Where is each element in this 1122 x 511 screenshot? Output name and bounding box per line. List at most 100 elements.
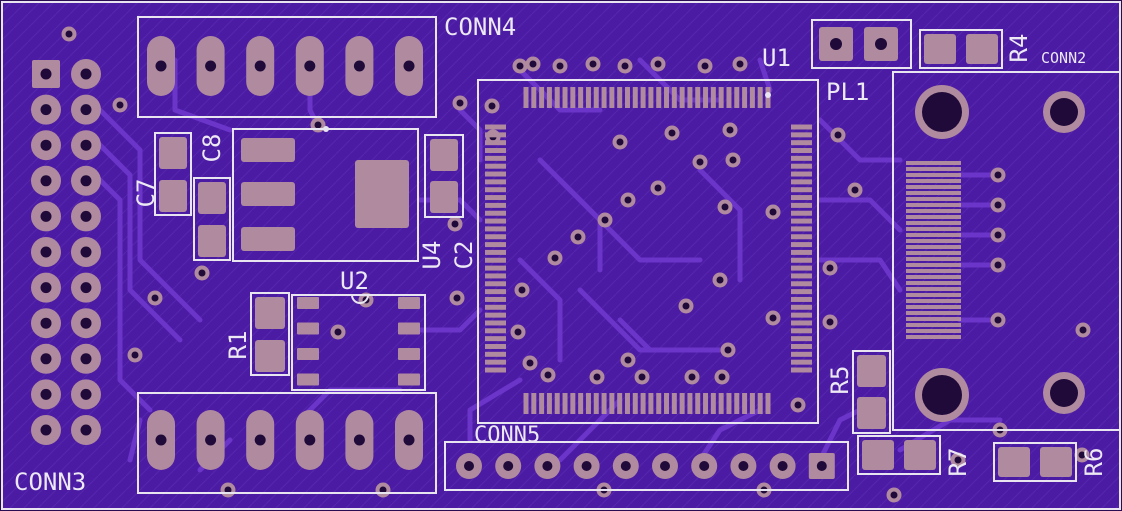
conn2-finger [906,329,961,333]
via-hole [65,30,73,38]
conn2-finger [906,311,961,315]
header-pin-hole [80,210,92,222]
header-pin-hole [80,246,92,258]
via-hole [638,373,646,381]
u2-pad-left [297,373,319,386]
via-hole [544,371,552,379]
u2-pad-left [297,348,319,360]
via-hole [954,456,962,464]
conn2-finger [906,221,961,225]
c2-capacitor: C2 [424,134,478,269]
u1-pad-bottom [718,393,724,414]
via-hole [654,60,662,68]
u1-pad-top [609,87,615,108]
u1-pad-right [791,289,812,295]
u1-pad-right [791,336,812,342]
u1-pad-right [791,367,812,373]
conn5-pin-hole [503,461,514,471]
header-pin-hole [40,388,52,400]
r4-outline [919,29,1003,69]
u1-pad-right [791,163,812,169]
u1-pad-left [485,367,506,373]
u1-pad-left [485,312,506,318]
via-hole [716,276,724,284]
u1-pad-right [791,242,812,248]
conn2-finger [906,233,961,237]
header-pin-hole [40,104,52,116]
u1-pad-left [485,304,506,310]
conn2-finger [906,287,961,291]
u1-pad-right [791,328,812,334]
connector-pad-hole [205,60,217,72]
via-hole [451,220,459,228]
via-hole [826,264,834,272]
u1-pad-left [485,210,506,216]
u1-pad-right [791,148,812,154]
header-pin-hole [40,353,52,365]
pl1-hole-1 [830,38,842,50]
conn2-finger [906,275,961,279]
u1-pad-bottom [624,393,630,414]
connector-pad-hole [304,434,316,446]
u1-pad-top [664,87,670,108]
u1-pad-left [485,273,506,279]
conn2-mount-hole-2-drill [922,375,962,415]
u1-pad-left [485,195,506,201]
connector-pad-hole [403,434,415,446]
via-hole [453,294,461,302]
conn3-label: CONN3 [14,468,86,496]
u1-pad-right [791,281,812,287]
c8-capacitor: C8 [193,134,231,261]
conn2-finger [906,203,961,207]
u2-pad-right [398,322,420,335]
u1-pad-right [791,249,812,255]
u1-pad-top [757,87,763,108]
u1-pad-top [632,87,638,108]
conn2-finger [906,299,961,303]
u1-pad-bottom [546,393,552,414]
via-hole [621,62,629,70]
u1-pad-left [485,140,506,146]
u1-pad-bottom [765,393,771,414]
via-hole [314,121,322,129]
u1-pad-bottom [664,393,670,414]
u1-pad-bottom [749,393,755,414]
via-hole [518,286,526,294]
u1-pad-left [485,328,506,334]
via-hole [769,208,777,216]
via-hole [556,62,564,70]
r6-resistor: R6 [993,442,1108,482]
conn2-mount-hole-3-drill [1050,98,1078,126]
via-hole [488,102,496,110]
conn2-finger [906,215,961,219]
via-hole [1078,451,1086,459]
conn2-finger [906,191,961,195]
u1-pad-top [671,87,677,108]
conn2-finger [906,281,961,285]
via-hole [769,314,777,322]
r7-pad-2 [904,440,936,470]
conn5-outline [444,441,849,491]
header-pin-hole [40,317,52,329]
u1-pad-right [791,124,812,130]
via-hole [198,269,206,277]
u1-pad-right [791,195,812,201]
conn2-finger [906,323,961,327]
u1-pad-bottom [601,393,607,414]
header-pin-hole [80,282,92,294]
header-pin-hole [40,210,52,222]
u4-tab-pad [355,160,409,228]
via-hole [131,351,139,359]
via-hole [994,231,1002,239]
u1-outline [477,79,819,424]
header-pin-hole [40,139,52,151]
conn2-mount-hole-1-drill [922,92,962,132]
u1-pad-right [791,218,812,224]
via-hole [514,328,522,336]
u1-pad-right [791,226,812,232]
via-hole [994,201,1002,209]
conn2-finger [906,317,961,321]
conn2-finger [906,167,961,171]
u1-pad-top [531,87,537,108]
